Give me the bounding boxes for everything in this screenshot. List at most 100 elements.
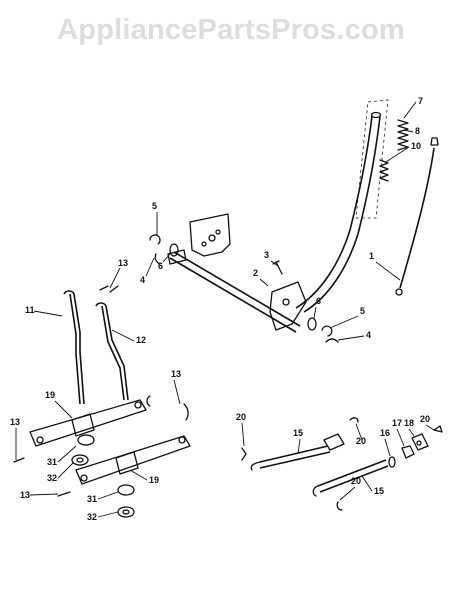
- link-rod-1: [395, 137, 439, 296]
- clip-20-mid: [349, 417, 359, 423]
- clip-13-top: [99, 285, 119, 293]
- washer-6-left: [169, 243, 179, 257]
- lift-arm-19-lower: [75, 435, 191, 485]
- clip-4-right: [325, 338, 339, 343]
- washer-6-right: [307, 317, 317, 331]
- clip-20-lower: [336, 501, 343, 511]
- leader-line-15: [361, 475, 373, 492]
- leader-line-4: [337, 335, 365, 341]
- nut-17: [401, 445, 415, 459]
- clip-5-left: [149, 234, 161, 245]
- spring-10: [379, 159, 389, 182]
- callout-20: 20: [356, 436, 366, 446]
- leader-line-13: [109, 267, 121, 289]
- callout-11: 11: [25, 305, 35, 315]
- clip-4-left: [154, 253, 161, 265]
- callout-15: 15: [374, 486, 384, 496]
- rod-15-upper: [250, 433, 345, 471]
- callout-32: 32: [47, 473, 57, 483]
- watermark-logo: AppliancePartsPros.com: [57, 14, 405, 46]
- leader-line-7: [403, 101, 417, 119]
- spring-guide-dashed: [355, 99, 389, 219]
- callout-3: 3: [264, 250, 269, 260]
- leader-line-20: [425, 424, 435, 431]
- lift-link-12: [95, 302, 129, 401]
- bracket-plate: [167, 213, 231, 265]
- leader-line-15: [297, 438, 301, 455]
- bushing-32-upper: [71, 454, 89, 466]
- callout-1: 1: [369, 251, 374, 261]
- leader-line-17: [396, 428, 405, 447]
- callout-13: 13: [171, 369, 181, 379]
- leader-line-16: [384, 438, 391, 457]
- leader-line-12: [111, 329, 135, 342]
- callout-12: 12: [136, 335, 146, 345]
- callout-2: 2: [253, 268, 258, 278]
- cross-shaft-2: [169, 251, 301, 333]
- callout-20: 20: [420, 414, 430, 424]
- callout-17: 17: [392, 418, 402, 428]
- callout-16: 16: [380, 428, 390, 438]
- callout-13: 13: [20, 490, 30, 500]
- callout-13: 13: [10, 417, 20, 427]
- leader-line-19: [129, 469, 148, 481]
- leader-line-10: [385, 146, 410, 163]
- bushing-32-lower: [117, 506, 135, 518]
- callout-15: 15: [293, 428, 303, 438]
- callout-20: 20: [236, 412, 246, 422]
- callout-6: 6: [316, 296, 321, 306]
- callout-18: 18: [404, 418, 414, 428]
- clip-20-right: [433, 425, 443, 433]
- callout-31: 31: [87, 494, 97, 504]
- leader-line-11: [33, 310, 63, 317]
- leader-line-3: [270, 260, 279, 267]
- pivot-bracket: [269, 281, 307, 331]
- leader-line-18: [408, 428, 415, 437]
- callout-6: 6: [158, 261, 163, 271]
- callout-4: 4: [140, 275, 145, 285]
- leader-line-20: [355, 423, 363, 441]
- clip-13-right: [146, 395, 189, 421]
- leader-line-6: [313, 306, 317, 319]
- leader-line-31: [57, 445, 77, 463]
- callout-32: 32: [87, 512, 97, 522]
- leader-line-32: [57, 461, 75, 479]
- rod-15-lower: [312, 459, 389, 497]
- leader-line-20: [339, 486, 356, 501]
- callout-7: 7: [418, 96, 423, 106]
- leader-line-6: [162, 253, 171, 263]
- leader-line-19: [54, 400, 73, 419]
- callout-19: 19: [149, 475, 159, 485]
- callout-5: 5: [360, 306, 365, 316]
- clip-13-bottom: [57, 491, 71, 497]
- spring-7: [397, 119, 409, 151]
- leader-line-20: [241, 422, 245, 447]
- callout-10: 10: [411, 141, 421, 151]
- leader-line-4: [145, 257, 155, 277]
- callout-4: 4: [366, 330, 371, 340]
- callout-8: 8: [415, 126, 420, 136]
- callout-13: 13: [118, 258, 128, 268]
- leader-line-32: [97, 511, 119, 518]
- clip-20-left: [241, 447, 247, 461]
- block-18: [411, 433, 429, 451]
- callout-19: 19: [45, 390, 55, 400]
- bushing-31-lower: [117, 484, 135, 496]
- leader-line-31: [97, 491, 119, 500]
- lift-handle-rod: [295, 111, 382, 313]
- callout-20: 20: [351, 476, 361, 486]
- bushing-31-upper: [77, 434, 95, 446]
- callout-31: 31: [47, 457, 57, 467]
- leader-line-1: [375, 261, 401, 281]
- leader-line-5: [329, 315, 359, 329]
- lift-arm-19-upper: [29, 399, 147, 447]
- clip-13-left: [13, 457, 25, 463]
- leader-line-8: [403, 129, 414, 133]
- leader-line-13: [29, 493, 59, 496]
- leader-line-13: [173, 379, 181, 405]
- lift-link-11: [63, 290, 85, 405]
- callout-5: 5: [152, 201, 157, 211]
- leader-line-2: [259, 278, 269, 287]
